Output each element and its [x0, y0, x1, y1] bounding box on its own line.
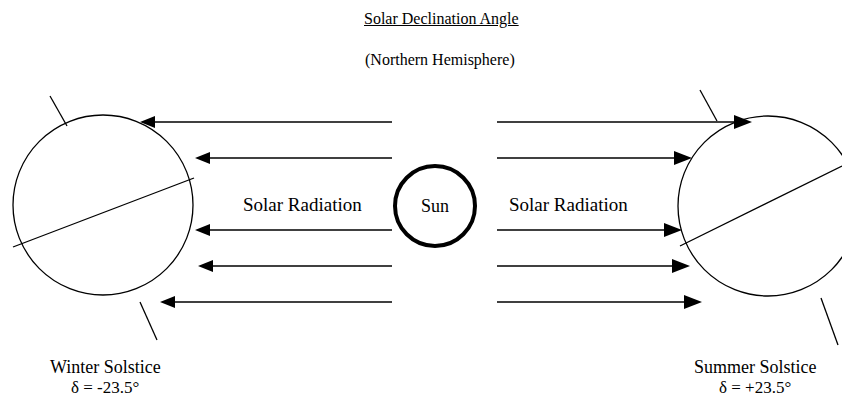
earth-circle: [678, 116, 842, 296]
radiation-arrow: [172, 301, 392, 303]
arrowhead: [198, 260, 213, 272]
axis-line: [140, 302, 157, 340]
arrowhead: [664, 223, 682, 237]
radiation-arrow: [497, 301, 688, 303]
arrowhead: [140, 116, 155, 128]
radiation-arrow: [497, 229, 668, 231]
arrowhead: [195, 224, 210, 236]
radiation-arrow: [210, 265, 392, 267]
sun-circle: Sun: [392, 163, 478, 249]
radiation-arrow: [152, 121, 392, 123]
arrowhead: [674, 151, 692, 165]
earth-circle: [13, 115, 193, 295]
arrowhead: [684, 295, 702, 309]
subtitle: (Northern Hemisphere): [365, 51, 515, 69]
arrowhead: [672, 259, 690, 273]
season-label: Summer Solstice: [694, 357, 817, 378]
diagram-title: Solar Declination Angle: [364, 10, 519, 28]
season-label: Winter Solstice: [50, 357, 161, 378]
radiation-arrow: [207, 157, 392, 159]
axis-line: [821, 298, 838, 345]
radiation-label: Solar Radiation: [243, 194, 362, 216]
sun-outline: [395, 166, 475, 246]
radiation-arrow: [497, 265, 676, 267]
declination-label: δ = -23.5°: [71, 378, 139, 398]
declination-label: δ = +23.5°: [719, 378, 791, 398]
node-label: Sun: [421, 196, 449, 217]
radiation-arrow: [207, 229, 392, 231]
radiation-arrow: [497, 157, 678, 159]
arrowhead: [160, 296, 175, 308]
arrowhead: [195, 152, 210, 164]
arrowhead: [734, 115, 752, 129]
radiation-label: Solar Radiation: [509, 194, 628, 216]
equator-line: [680, 166, 842, 246]
axis-line: [50, 96, 67, 126]
axis-line: [700, 90, 717, 121]
equator-line: [13, 178, 194, 247]
radiation-arrow: [497, 121, 738, 123]
